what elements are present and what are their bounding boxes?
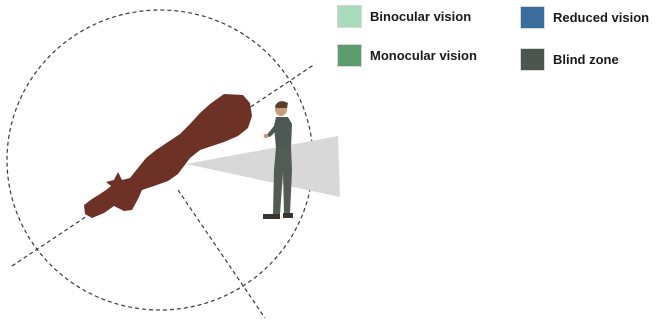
- horse-silhouette: [84, 94, 252, 218]
- legend-item-blind: Blind zone: [520, 48, 619, 71]
- monocular-vision-swatch: [337, 44, 362, 67]
- blind-zone-line: [178, 190, 265, 318]
- blind-zone-swatch: [520, 48, 545, 71]
- reduced-vision-label: Reduced vision: [553, 10, 649, 25]
- legend-item-binocular: Binocular vision: [337, 5, 471, 28]
- legend-item-reduced: Reduced vision: [520, 6, 649, 29]
- legend-item-monocular: Monocular vision: [337, 44, 477, 67]
- binocular-vision-label: Binocular vision: [370, 9, 471, 24]
- monocular-vision-label: Monocular vision: [370, 48, 477, 63]
- blind-zone-label: Blind zone: [553, 52, 619, 67]
- binocular-vision-swatch: [337, 5, 362, 28]
- reduced-vision-swatch: [520, 6, 545, 29]
